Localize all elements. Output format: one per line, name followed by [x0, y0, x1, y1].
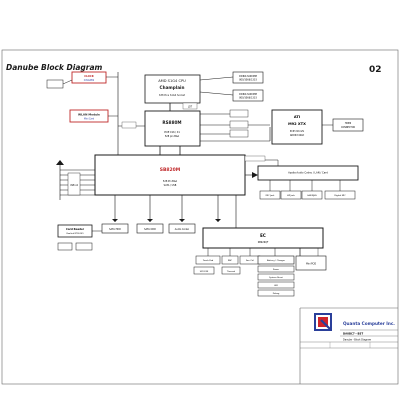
- sata-hdd-label: SATA HDD: [109, 228, 121, 231]
- cpu-label: AMD S1G4 CPU: [158, 79, 186, 83]
- usb-port-box: [67, 172, 81, 196]
- wlan-sub: Mini Card: [84, 118, 95, 121]
- ec-part: KB926QF: [258, 241, 269, 244]
- hp-jack-box: [280, 190, 302, 200]
- kbc-label: KBC: [228, 260, 233, 262]
- nb-line3: 528 pin BGA: [165, 135, 180, 138]
- hp-jack: HP Jack: [287, 195, 296, 197]
- ec-name: EC: [260, 233, 266, 238]
- gpu-bus: PCIE X16 Gfx: [290, 130, 305, 133]
- audio-io-row: MIC Jack HP Jack LAN RJ45 Digital MIC: [259, 180, 356, 200]
- cr-port-b: [75, 242, 93, 251]
- mini-pcie-label: Mini PCIE: [306, 263, 317, 266]
- stack-4: Debug: [273, 293, 280, 295]
- spi-rom-box: [193, 266, 215, 275]
- power-stack: Battery / Charger Power System Reset LED…: [257, 255, 295, 297]
- sheet-title: Danube Block Diagram: [6, 63, 103, 72]
- sata-odd-label: SATA ODD: [144, 228, 156, 231]
- touchpad-label: Touch Pad: [203, 260, 214, 262]
- title-block: Quanta Computer Inc. DA0BC7 - BST Danube…: [299, 307, 398, 384]
- dimm-top-block: DDRIII-SODIMM 800/1066/1333: [232, 71, 264, 84]
- card-reader-part: Realtek RTS5159: [67, 232, 85, 235]
- cpu-block: AMD S1G4 CPU Champlain 638 Pins S1G4 Soc…: [144, 74, 201, 104]
- sb-down-links: [112, 195, 237, 228]
- project-code: DA0BC7 - BST: [343, 332, 363, 336]
- hdmi-block: HDMI CONNECTOR: [332, 118, 364, 132]
- wlan-label: WLAN Module: [78, 113, 100, 117]
- dimm-bottom-block: DDRIII-SODIMM 800/1066/1333: [232, 89, 264, 102]
- nb-name: RS880M: [162, 120, 181, 125]
- page-number: 02: [369, 65, 382, 75]
- southbridge-block: SB820M 528 Pin BGA SATA / USB: [94, 154, 246, 196]
- audio-codec-label: Audio Codec: [175, 228, 190, 231]
- card-reader-label: Card Reader: [66, 227, 85, 231]
- clock-part: ICS9LPRS: [84, 79, 95, 82]
- gpu-model: M92 XTX: [288, 122, 306, 126]
- gpu-mem: GDDR3 64bit: [290, 134, 304, 137]
- dmic-box: [324, 190, 356, 200]
- sata-odd-block: SATA ODD: [136, 223, 164, 234]
- hdmi-label: HDMI: [345, 122, 352, 125]
- wlan-block: WLAN Module Mini Card: [69, 109, 109, 123]
- clock-src-box: [46, 79, 64, 89]
- stack-1: Power: [273, 268, 279, 271]
- ldt-label: LDT: [188, 106, 193, 109]
- cpu-socket: 638 Pins S1G4 Socket: [159, 94, 185, 97]
- cpu-codename: Champlain: [160, 85, 185, 90]
- sata-hdd-block: SATA HDD: [101, 223, 129, 234]
- audio-codec-block: Audio Codec: [168, 223, 196, 234]
- spi-rom-label: SPI ROM: [200, 271, 209, 273]
- mic-jack-box: [259, 190, 281, 200]
- clock-block: CLOCK ICS9LPRS: [71, 71, 107, 84]
- sb-io: SATA / USB: [164, 184, 177, 187]
- cr-port-a: [57, 242, 73, 251]
- stack-3: LED: [274, 285, 278, 287]
- usb-label: USB x4: [70, 184, 78, 187]
- company-name: Quanta Computer Inc.: [343, 321, 395, 326]
- lan-box: [301, 190, 323, 200]
- clock-label: CLOCK: [84, 74, 95, 78]
- dimm-bottom-line1: DDRIII-SODIMM: [239, 93, 257, 96]
- touchpad-box: [195, 255, 221, 265]
- dimm-bottom-line2: 800/1066/1333: [239, 97, 257, 100]
- sb-pkg: 528 Pin BGA: [163, 180, 178, 183]
- northbridge-block: RS880M PCIE X16 / X1 528 pin BGA: [144, 110, 201, 147]
- thermal-label: Thermal: [227, 270, 236, 273]
- ldt-label-box: [182, 102, 198, 110]
- audio-lan-label: Azalia Audio Codec / LAN / Card: [288, 171, 328, 175]
- audio-lan-block: Azalia Audio Codec / LAN / Card: [257, 165, 359, 181]
- mic-jack: MIC Jack: [266, 195, 276, 197]
- nb-line2: PCIE X16 / X1: [164, 131, 180, 134]
- thermal-box: [221, 266, 241, 275]
- dimm-top-line2: 800/1066/1333: [239, 79, 257, 82]
- stack-0: Battery / Charger: [267, 259, 285, 262]
- quanta-logo: [314, 313, 332, 331]
- gpu-block: ATI M92 XTX PCIE X16 Gfx GDDR3 64bit: [271, 109, 323, 145]
- sb-name: SB820M: [160, 167, 181, 173]
- stack-2: System Reset: [269, 276, 283, 279]
- mini-pcie-block: Mini PCIE: [295, 255, 327, 271]
- hdmi-sub: CONNECTOR: [341, 126, 355, 129]
- kbc-box: [221, 255, 239, 265]
- sheet-border: [1, 49, 399, 385]
- fan-label: Fan Ctrl: [246, 259, 254, 262]
- lan-jack: LAN RJ45: [307, 194, 317, 197]
- ec-block: EC KB926QF: [202, 227, 324, 249]
- gpu-vendor: ATI: [294, 115, 300, 119]
- ec-bottom-row: Touch Pad KBC SPI ROM Fan Ctrl Thermal: [193, 248, 301, 275]
- card-reader-block: Card Reader Realtek RTS5159: [57, 224, 93, 238]
- dimm-top-line1: DDRIII-SODIMM: [239, 75, 257, 78]
- sheet-name: Danube - Block Diagram: [343, 339, 372, 342]
- digital-mic: Digital MIC: [334, 194, 346, 197]
